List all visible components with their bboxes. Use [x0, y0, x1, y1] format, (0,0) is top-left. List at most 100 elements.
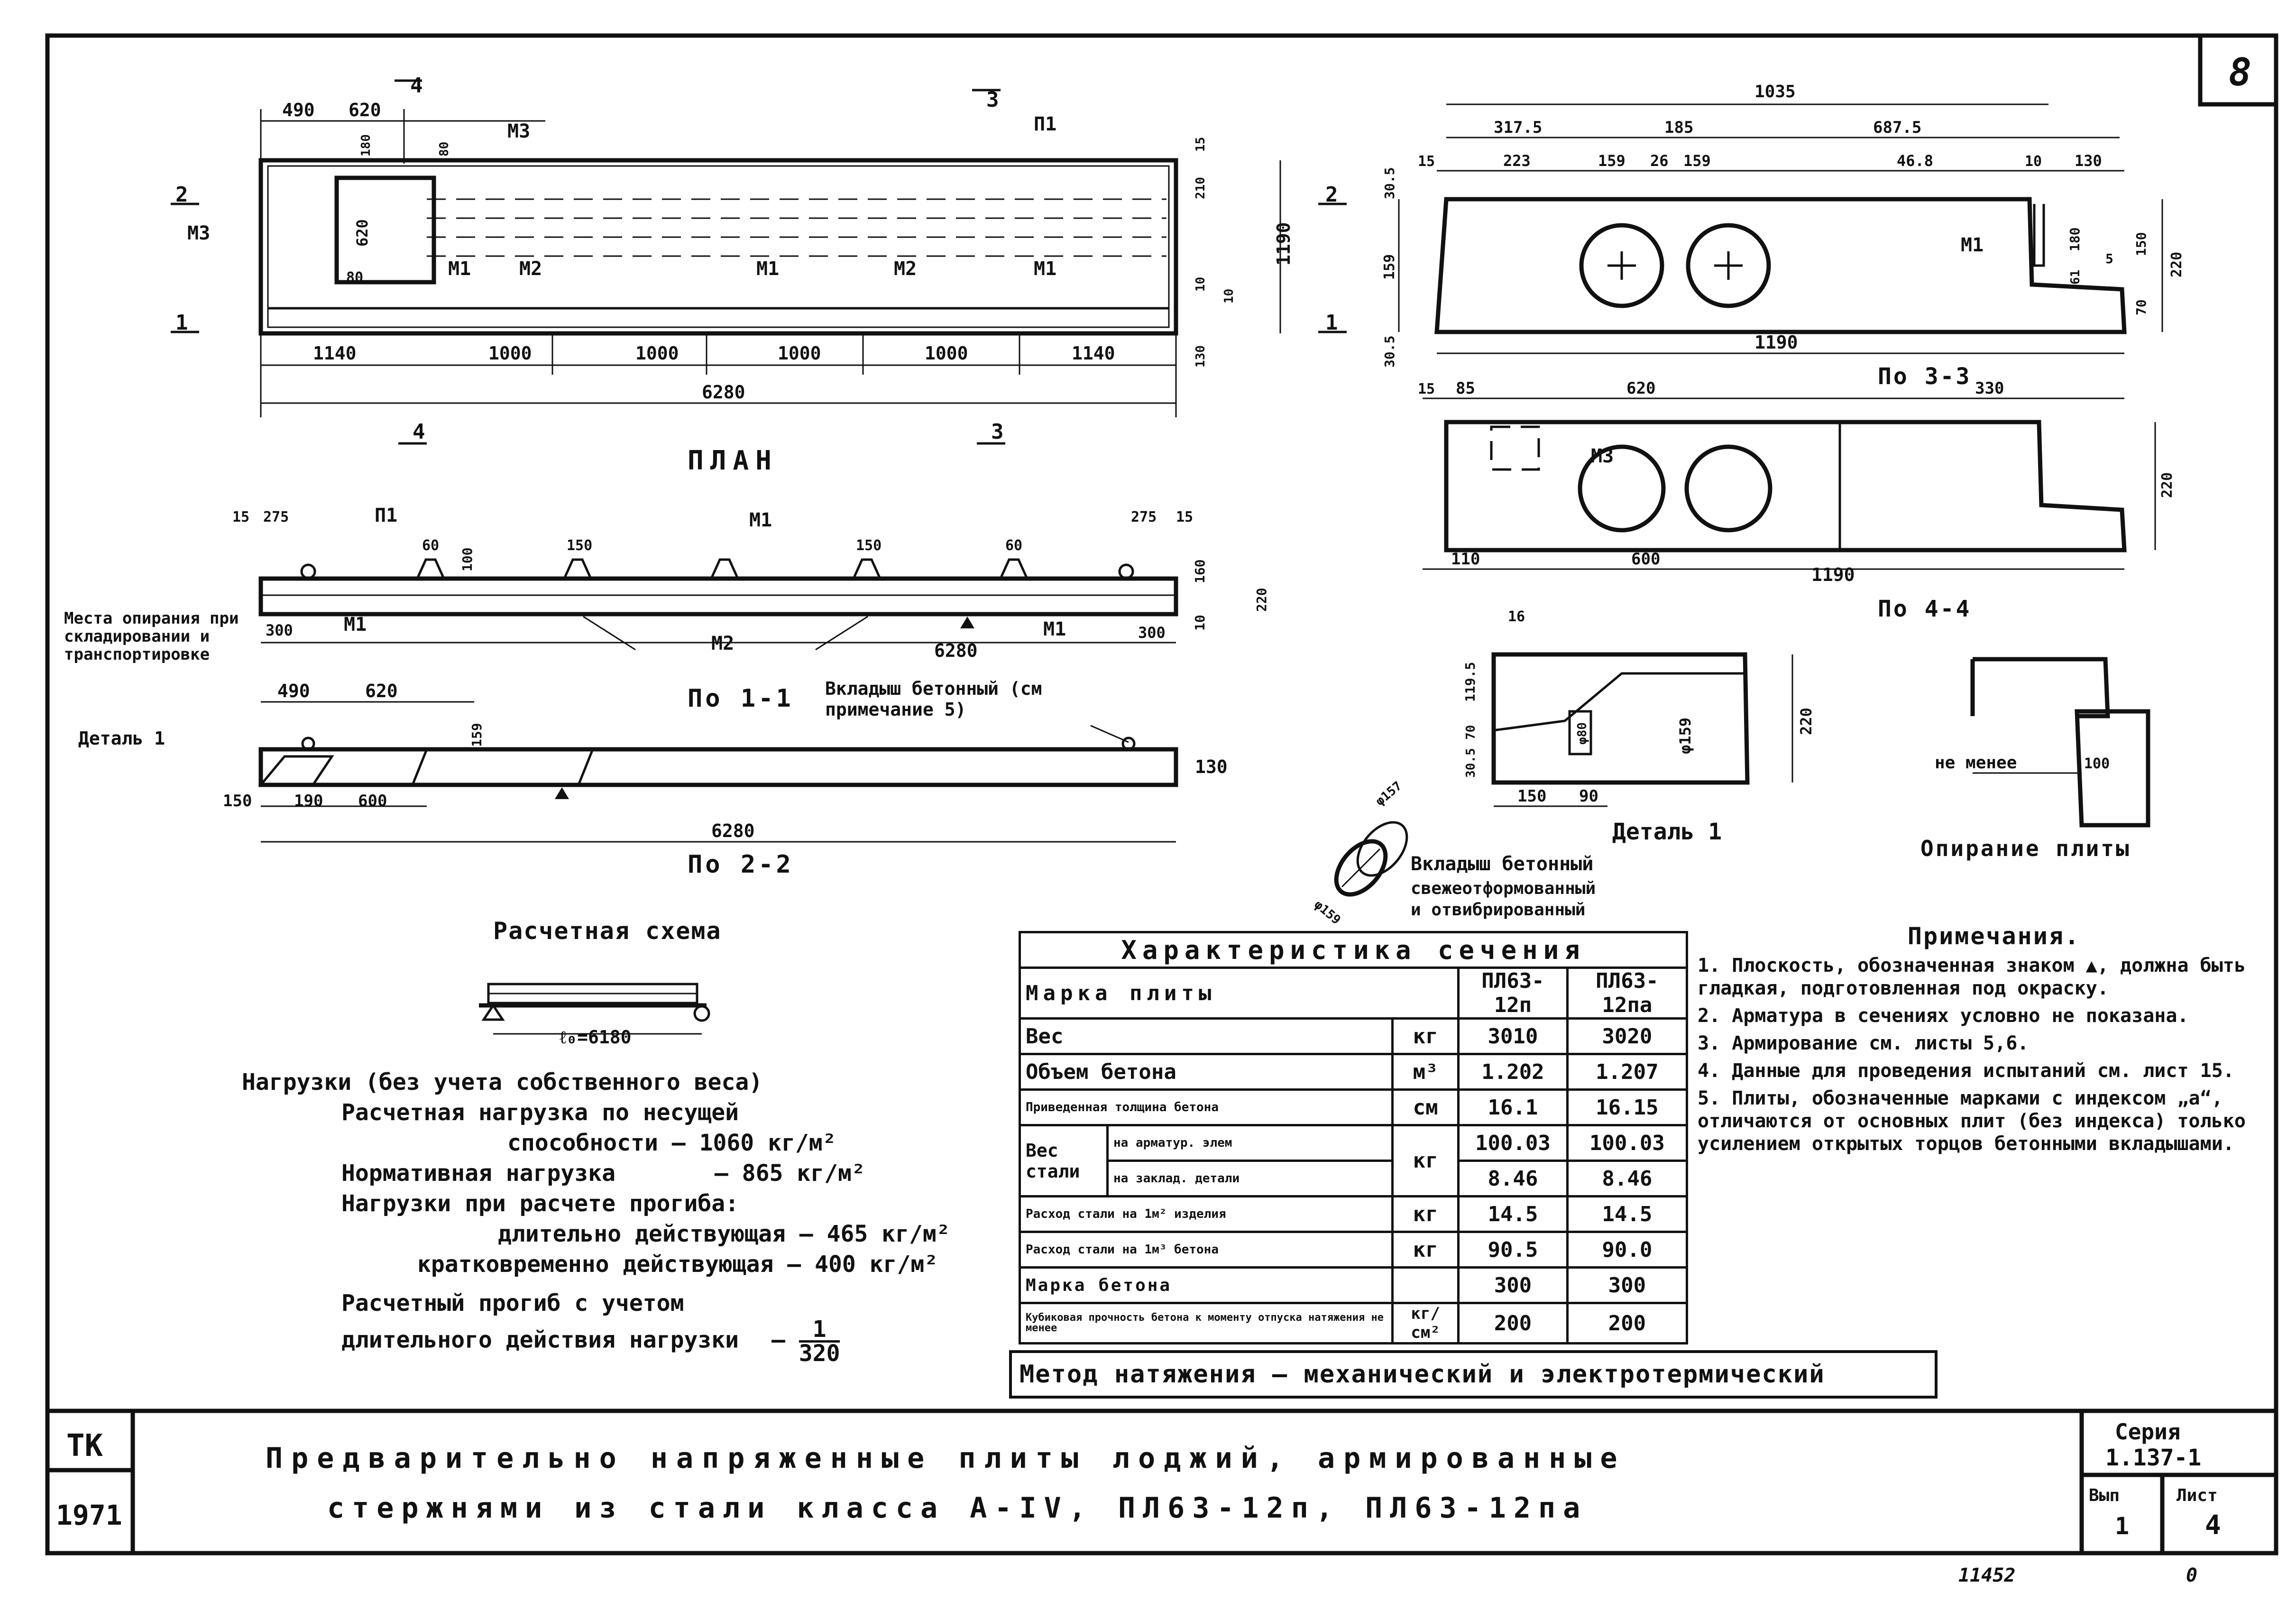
table-row: Приведенная толщина бетона см 16.1 16.15 [1019, 1088, 1689, 1126]
loads-row-1: Расчетная нагрузка по несущей [341, 1097, 950, 1128]
table-cell: 8.46 [1457, 1160, 1569, 1197]
s11-part-p1: П1 [375, 505, 397, 526]
s33-dim-468: 46.8 [1897, 152, 1933, 170]
table-cell: 16.15 [1566, 1088, 1689, 1126]
loads-deflection-2-label: длительного действия нагрузки [341, 1326, 739, 1353]
s11-dim-275b: 275 [1131, 509, 1157, 525]
d1-dim-90: 90 [1579, 787, 1598, 806]
table-row: Марка бетона 300 300 [1019, 1266, 1689, 1304]
s22-dim-150: 150 [223, 792, 252, 810]
d1-dim-220: 220 [1797, 708, 1815, 735]
support-value: 100 [2084, 755, 2110, 772]
s11-part-m1a: М1 [749, 509, 772, 531]
loads-row-3: Нормативная нагрузка – 865 кг/м² [341, 1158, 950, 1188]
plan-part-m2b: М2 [894, 258, 917, 280]
detail-1 [1491, 652, 1793, 807]
loads-row-4-label: Нагрузки при расчете прогиба: [341, 1190, 739, 1217]
s44-dim-110: 110 [1451, 550, 1480, 569]
d1-dim-phi80: φ80 [1575, 722, 1589, 745]
s11-support-note-box: Места опирания при складировании и транс… [64, 609, 239, 663]
s33-dim-159v: 159 [1381, 254, 1398, 280]
plan-opening [334, 175, 436, 285]
s33-part-m1: М1 [1961, 234, 1984, 256]
plan-part-m1c: М1 [1034, 258, 1056, 280]
table-row: Расход стали на 1м³ бетона кг 90.5 90.0 [1019, 1231, 1689, 1269]
table-col-mark: Марка плиты [1018, 967, 1460, 1020]
table-header: Характеристика сечения [1019, 931, 1688, 969]
table-col-a: ПЛ63-12п [1457, 967, 1569, 1020]
scheme-title: Расчетная схема [493, 917, 722, 945]
s33-dim-61: 61 [2068, 270, 2083, 285]
s11-dim-60b: 60 [1005, 537, 1022, 554]
d1-dim-1195: 119.5 [1462, 662, 1478, 702]
s33-dim-width: 1190 [1754, 332, 1798, 353]
table-cell: 300 [1457, 1266, 1569, 1304]
table-row: на заклад. детали 8.46 8.46 [1020, 1160, 1689, 1197]
plan-dim-180: 180 [359, 134, 373, 157]
table-cell: 90.5 [1457, 1231, 1569, 1269]
plan-sect-4bot: 4 [413, 420, 425, 444]
table-row-unit: кг [1391, 1195, 1460, 1233]
s33-dim-5: 5 [2105, 251, 2113, 267]
loads-row-3-label: Нормативная нагрузка [341, 1160, 615, 1187]
table-row-name: Вес стали [1019, 1124, 1109, 1197]
plan-sect-1left: 1 [175, 311, 188, 335]
tb-org: ТК [66, 1428, 103, 1464]
s33-dim-317: 317.5 [1494, 118, 1542, 137]
s33-dim-26: 26 [1650, 152, 1669, 170]
table-cell: 14.5 [1457, 1195, 1569, 1233]
loads-row-6-value: – 400 кг/м² [787, 1251, 938, 1278]
table-col-b: ПЛ63-12па [1566, 967, 1689, 1020]
plan-part-m1a: М1 [448, 258, 471, 280]
loads-row-5-label: длительно действующая [498, 1221, 786, 1247]
s22-dim-600: 600 [358, 792, 387, 810]
section-characteristics-table: Характеристика сечения Марка плиты ПЛ63-… [1018, 931, 1689, 1344]
scheme-span: ℓ₀=6180 [560, 1027, 632, 1048]
table-cell: 16.1 [1457, 1088, 1569, 1126]
table-row-sub2: на заклад. детали [1106, 1160, 1394, 1197]
s33-dim-687: 687.5 [1873, 118, 1921, 137]
insert-dim-157: φ157 [1373, 779, 1405, 809]
plan-sect-2right: 2 [1325, 183, 1338, 207]
note-item: 5. Плиты, обозначенные марками с индексо… [1698, 1087, 2246, 1155]
loads-row-2: способности – 1060 кг/м² [507, 1128, 950, 1158]
s11-part-m1b: М1 [344, 614, 367, 635]
s44-dim-1190: 1190 [1811, 564, 1855, 585]
support-detail [1970, 657, 2150, 828]
loads-deflection-2: длительного действия нагрузки – 1 320 [341, 1316, 950, 1367]
s11-dim-15b: 15 [1176, 509, 1193, 525]
table-row-name: Вес [1019, 1017, 1394, 1055]
loads-row-5: длительно действующая – 465 кг/м² [498, 1219, 950, 1249]
s33-dim-70: 70 [2133, 299, 2149, 315]
s33-dim-223: 223 [1503, 152, 1531, 170]
loads-row-4: Нагрузки при расчете прогиба: [341, 1188, 950, 1219]
s11-dim-15a: 15 [232, 509, 249, 525]
plan-part-m3b: М3 [187, 222, 210, 244]
plan-dim-1000d: 1000 [925, 343, 968, 364]
note-item: 1. Плоскость, обозначенная знаком ▲, дол… [1698, 955, 2246, 999]
s11-dim-220: 220 [1254, 588, 1269, 612]
calculation-scheme [479, 983, 710, 1035]
plan-sect-4top: 4 [410, 74, 423, 98]
s33-dim-305b: 30.5 [1382, 336, 1397, 368]
insert-text2: свежеотформованный [1411, 879, 1596, 898]
table-row: Кубиковая прочность бетона к моменту отп… [1019, 1302, 1689, 1344]
s33-dim-10: 10 [2025, 153, 2042, 170]
table-cell: 90.0 [1566, 1231, 1689, 1269]
table-row: Расход стали на 1м² изделия кг 14.5 14.5 [1019, 1195, 1689, 1233]
s11-dim-160: 160 [1192, 559, 1208, 583]
s11-dim-100: 100 [459, 547, 475, 571]
s33-dim-185: 185 [1664, 118, 1693, 137]
s22-insert-note-box: Вкладыш бетонный (см примечание 5) [825, 678, 1042, 720]
table-cell: 3010 [1457, 1017, 1569, 1055]
notes-title: Примечания. [1907, 922, 2081, 950]
s44-dim-220: 220 [2159, 472, 2176, 498]
table-row-unit: кг [1391, 1231, 1460, 1269]
plan-part-m2a: М2 [519, 258, 542, 280]
s33-dim-220: 220 [2168, 252, 2185, 277]
s44-title: По 4-4 [1878, 596, 1971, 622]
table-cell: 1.207 [1566, 1053, 1689, 1091]
tb-issue: 1 [2115, 1512, 2129, 1540]
loads-deflection-fraction: – 1 320 [771, 1316, 840, 1367]
plan-dim-1000a: 1000 [488, 343, 532, 364]
